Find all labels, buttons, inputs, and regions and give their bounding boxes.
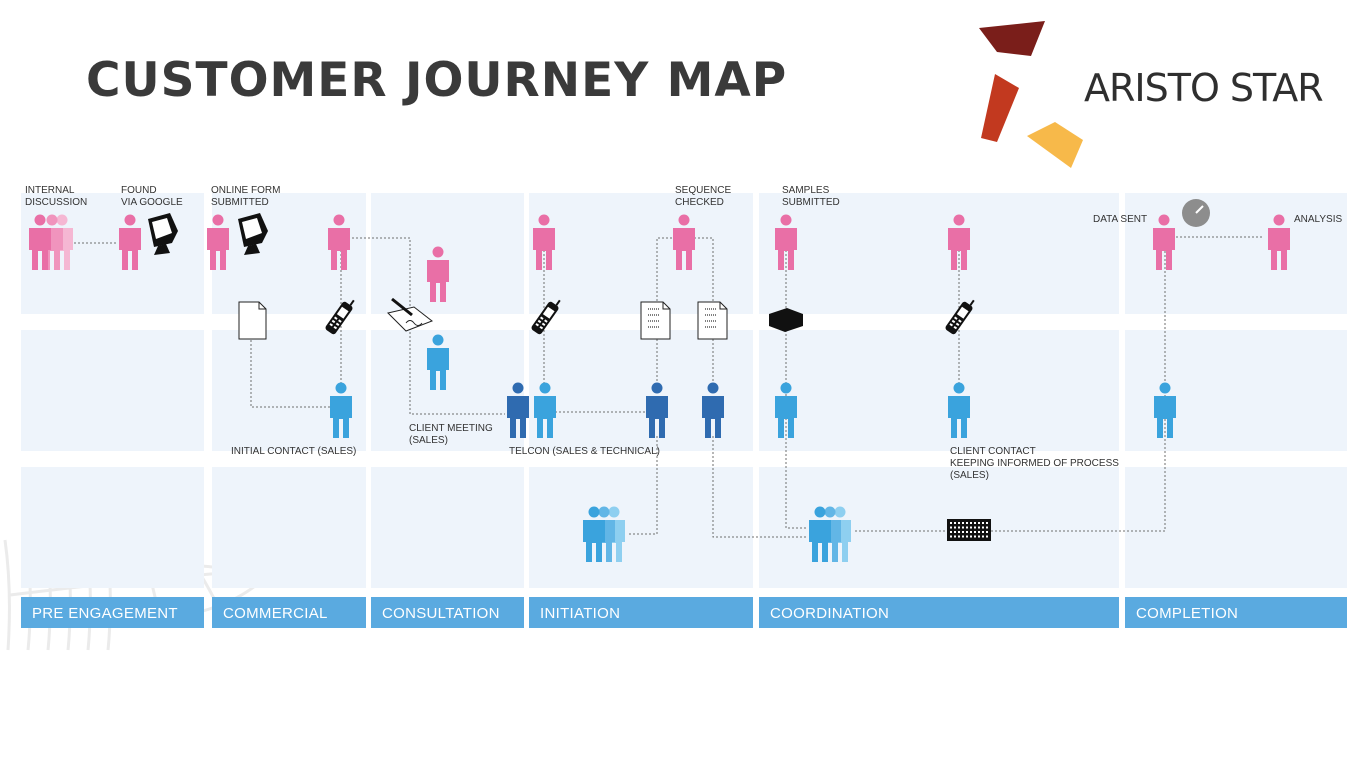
person-icon [1153, 214, 1175, 270]
mobile-phone-icon [945, 299, 975, 335]
stage-initiation: INITIATION [529, 597, 753, 628]
person-icon [427, 334, 449, 390]
mobile-phone-icon [325, 299, 355, 335]
group-icon [809, 506, 851, 562]
label-sequence-checked: SEQUENCE CHECKED [675, 185, 732, 208]
lane-panel [21, 193, 204, 314]
data-sheet-icon [697, 301, 728, 340]
person-icon [948, 382, 970, 438]
mobile-phone-icon [531, 299, 561, 335]
person-icon [119, 214, 141, 270]
person-icon [533, 214, 555, 270]
page-title: CUSTOMER JOURNEY MAP [86, 53, 788, 108]
lane-panel [529, 467, 753, 588]
connector-line [628, 436, 658, 535]
lane-panel [371, 467, 524, 588]
lane-panel [212, 193, 366, 314]
person-icon [702, 382, 724, 438]
stage-pre-engagement: PRE ENGAGEMENT [21, 597, 204, 628]
logo-shard-red [981, 74, 1019, 142]
lane-panel [529, 193, 753, 314]
label-analysis: ANALYSIS [1294, 214, 1343, 225]
person-icon [328, 214, 350, 270]
lane-panel [759, 330, 1119, 451]
label-online-form-submitted: ONLINE FORM SUBMITTED [211, 185, 281, 208]
lane-panel [21, 467, 204, 588]
person-icon [330, 382, 352, 438]
sample-box-icon [769, 308, 803, 332]
logo-shard-dark [979, 21, 1045, 56]
group-member-icon [583, 506, 605, 562]
stage-completion: COMPLETION [1125, 597, 1347, 628]
stage-coordination: COORDINATION [759, 597, 1119, 628]
group-member-icon [809, 506, 831, 562]
sequencer-icon [947, 519, 991, 541]
stage-consultation: CONSULTATION [371, 597, 524, 628]
signature-icon [387, 297, 434, 332]
connector-line [785, 250, 808, 529]
label-samples-submitted: SAMPLES SUBMITTED [782, 185, 840, 208]
data-sheet-icon [640, 301, 671, 340]
lane-panel [212, 467, 366, 588]
person-icon [673, 214, 695, 270]
lane-panel [1125, 467, 1347, 588]
gauge-icon [1182, 199, 1210, 227]
label-client-contact: CLIENT CONTACT KEEPING INFORMED OF PROCE… [950, 446, 1119, 481]
document-icon [238, 301, 267, 340]
person-icon [427, 246, 449, 302]
logo-shard-yellow [1027, 122, 1083, 168]
label-initial-contact: INITIAL CONTACT (SALES) [231, 446, 357, 457]
group-icon [583, 506, 625, 562]
person-icon [207, 214, 229, 270]
label-internal-discussion: INTERNAL DISCUSSION [25, 185, 88, 208]
person-icon [29, 214, 51, 270]
person-icon [507, 382, 529, 438]
aristo-star-logo [979, 21, 1083, 168]
lane-panel [759, 193, 1119, 314]
lane-panel [21, 330, 204, 451]
computer-icon [238, 213, 268, 255]
person-icon [775, 382, 797, 438]
connector-line [991, 250, 1166, 532]
label-found-via-google: FOUND VIA GOOGLE [121, 185, 183, 208]
person-icon [646, 382, 668, 438]
connector-line [712, 436, 806, 538]
brand-name: ARISTO STAR [1084, 66, 1324, 110]
person-icon [775, 214, 797, 270]
computer-icon [148, 213, 178, 255]
label-data-sent: DATA SENT [1093, 214, 1148, 225]
lane-panel [371, 193, 524, 314]
person-icon [1268, 214, 1290, 270]
person-icon [948, 214, 970, 270]
label-telcon: TELCON (SALES & TECHNICAL) [509, 446, 660, 457]
person-icon [1154, 382, 1176, 438]
stage-commercial: COMMERCIAL [212, 597, 366, 628]
label-client-meeting: CLIENT MEETING (SALES) [409, 423, 493, 446]
person-icon [534, 382, 556, 438]
